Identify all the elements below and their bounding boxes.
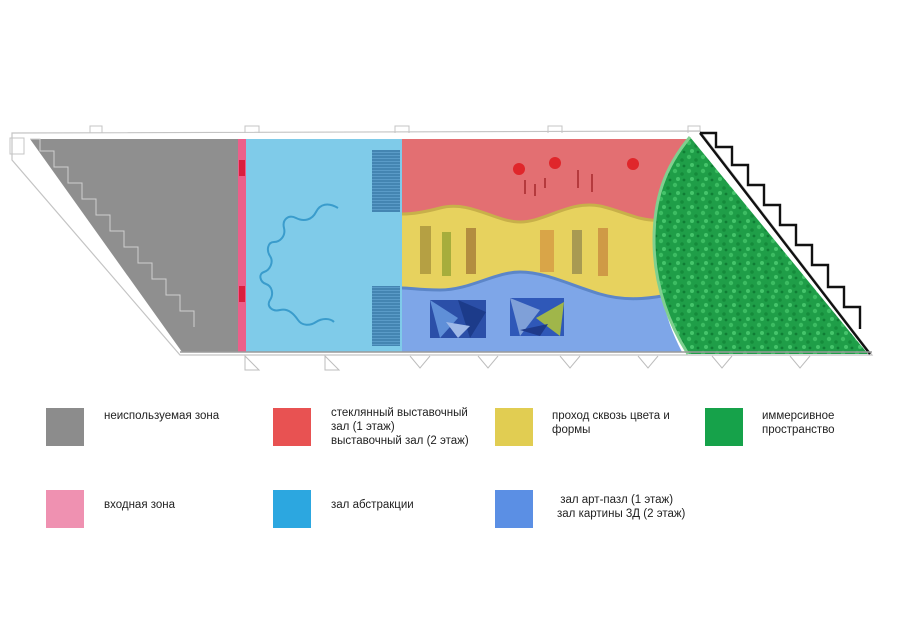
zone-immersive <box>654 137 868 354</box>
glass-hall-dot <box>513 163 525 175</box>
legend-swatch <box>495 408 533 446</box>
wall-tabs <box>89 125 701 133</box>
floor-plan <box>9 125 874 371</box>
abstraction-vent-top <box>372 150 400 212</box>
passage-edge <box>401 203 661 224</box>
legend-swatch <box>273 408 311 446</box>
passage-panel <box>420 226 431 274</box>
passage-panel <box>598 228 608 276</box>
art-puzzle-painting-right <box>510 298 564 336</box>
entrance-door-top <box>239 160 245 176</box>
abstraction-wave-path <box>259 203 339 326</box>
unused-zone-stairs <box>30 138 195 327</box>
legend-swatch <box>495 490 533 528</box>
passage-panel <box>540 230 554 272</box>
bottom-buttresses <box>244 354 811 371</box>
legend-label: проход сквозь цвета и формы <box>552 410 670 436</box>
legend-label: зал арт-пазл (1 этаж) зал картины 3Д (2 … <box>557 494 686 520</box>
legend-label: неиспользуемая зона <box>104 410 220 422</box>
immersive-stairs <box>700 131 862 329</box>
glass-hall-panels <box>524 170 593 196</box>
glass-hall-dot <box>627 158 639 170</box>
passage-panel <box>466 228 476 274</box>
glass-hall-dot <box>549 157 561 169</box>
legend-label: иммерсивное пространство <box>762 410 835 436</box>
zone-entrance <box>238 139 246 352</box>
legend-label: входная зона <box>104 499 176 511</box>
legend-swatch <box>46 490 84 528</box>
art-puzzle-edge <box>401 270 663 301</box>
legend-swatch <box>273 490 311 528</box>
zone-unused <box>30 139 240 352</box>
immersive-curve-edge <box>652 136 692 355</box>
legend-swatch <box>46 408 84 446</box>
legend-swatch <box>705 408 743 446</box>
building-outline <box>11 130 874 356</box>
legend-label: стеклянный выставочный зал (1 этаж) выст… <box>331 407 469 447</box>
passage-panel <box>442 232 451 276</box>
passage-panel <box>572 230 582 274</box>
legend-label: зал абстракции <box>331 499 414 511</box>
abstraction-vent-bottom <box>372 286 400 346</box>
immersive-diagonal <box>699 132 871 355</box>
outline-notch <box>9 137 25 155</box>
art-puzzle-painting-left <box>430 300 486 338</box>
entrance-door-bottom <box>239 286 245 302</box>
